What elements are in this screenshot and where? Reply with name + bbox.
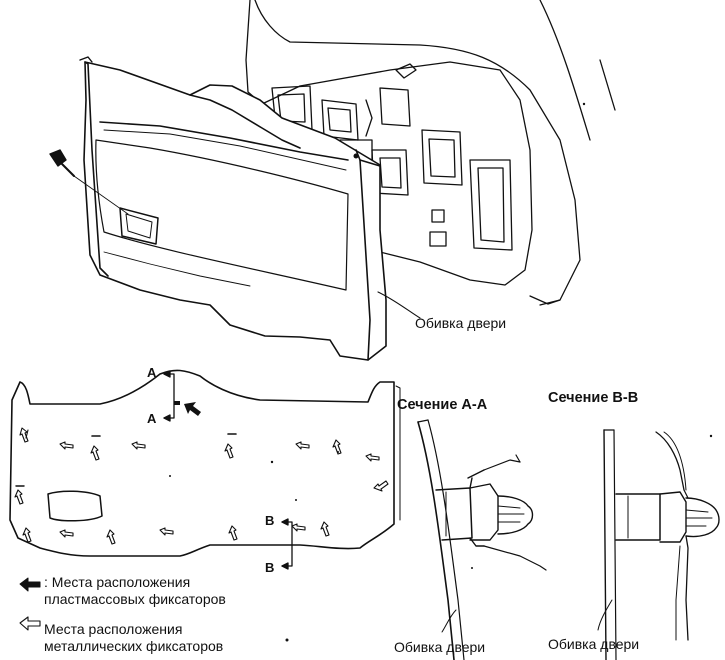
panel-dots	[169, 451, 339, 501]
legend-metal-text: Места расположения металлических фиксато…	[44, 621, 223, 655]
title-section-bb: Сечение В-В	[548, 390, 639, 406]
label-mark-a-bottom: А	[147, 411, 157, 426]
label-mark-b-bottom: В	[265, 560, 275, 575]
section-aa-drawing	[417, 419, 547, 660]
section-bb-drawing	[597, 429, 720, 660]
section-marker-bb	[281, 518, 293, 570]
label-trim-section-aa: Обивка двери	[394, 639, 486, 655]
label-trim-top: Обивка двери	[415, 315, 507, 331]
flat-trim-panel	[9, 369, 401, 557]
solid-arrow-icon	[19, 577, 41, 592]
legend-metal-line2: металлических фиксаторов	[44, 638, 224, 654]
scan-specks	[285, 102, 713, 642]
section-marker-aa	[163, 370, 175, 422]
plastic-clip-marker	[174, 401, 201, 416]
metal-clip-markers	[14, 427, 389, 545]
legend-plastic-line1: : Места расположения	[44, 574, 191, 590]
hollow-arrow-icon	[19, 616, 41, 631]
label-mark-a-top: А	[147, 365, 157, 380]
label-mark-b-top: В	[265, 513, 275, 528]
label-trim-section-bb: Обивка двери	[548, 636, 640, 652]
legend-plastic-line2: пластмассовых фиксаторов	[44, 591, 226, 607]
door-trim-panel	[79, 56, 387, 361]
title-section-aa: Сечение А-А	[397, 397, 488, 413]
screw-icon	[49, 149, 129, 215]
legend-plastic-text: : Места расположения пластмассовых фикса…	[44, 574, 226, 608]
leader-line-trim-top	[377, 291, 421, 319]
legend-metal-line1: Места расположения	[44, 621, 183, 637]
